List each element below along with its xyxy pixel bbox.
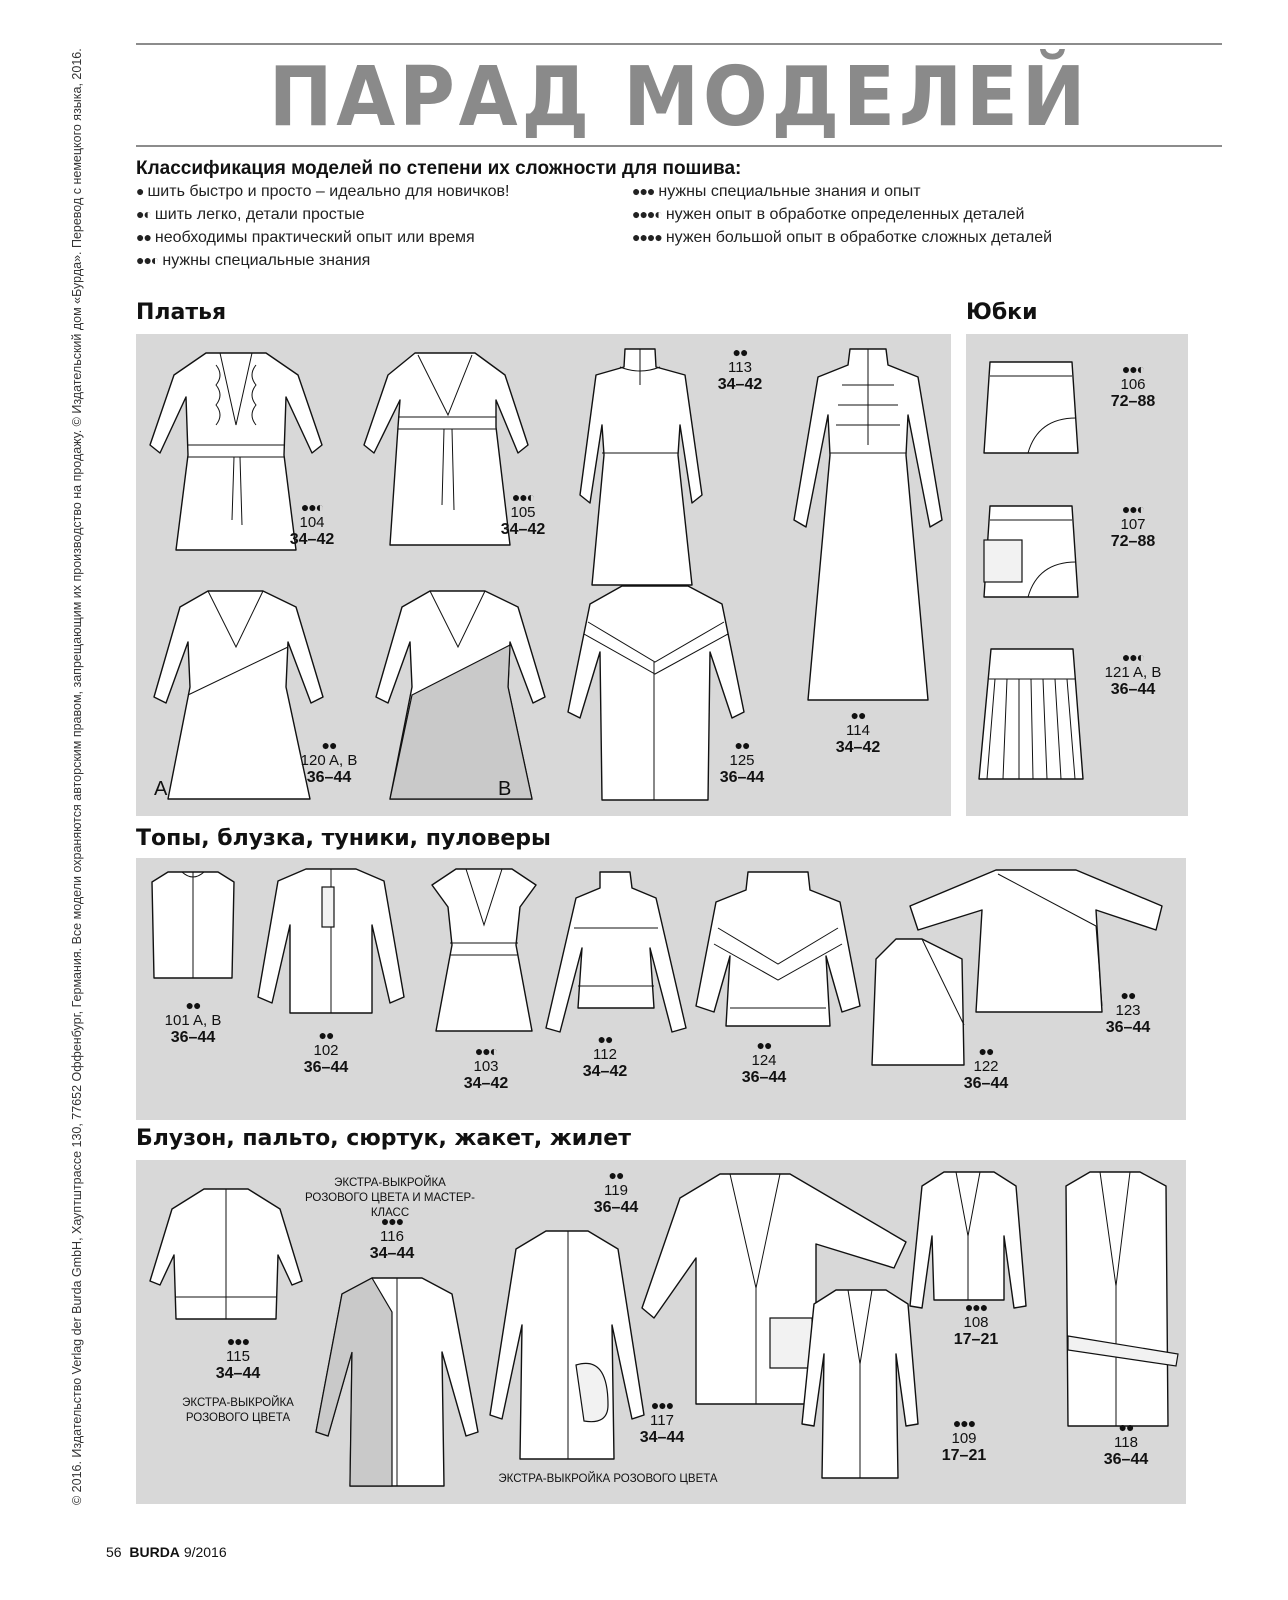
title-top-rule bbox=[136, 43, 1222, 45]
variant-letter-a: A bbox=[154, 778, 168, 800]
section-title-skirts: Юбки bbox=[966, 300, 1038, 325]
level-item: ●●●нужны специальные знания и опыт bbox=[632, 183, 921, 200]
coat-116-drawing bbox=[315, 1277, 479, 1487]
level-item: ●●●●нужен большой опыт в обработке сложн… bbox=[632, 229, 1053, 246]
page-number: 56 bbox=[106, 1544, 122, 1560]
section-title-outer: Блузон, пальто, сюртук, жакет, жилет bbox=[136, 1126, 631, 1151]
level-item: ●◐шить легко, детали простые bbox=[136, 206, 365, 223]
classification-heading: Классификация моделей по степени их слож… bbox=[136, 158, 742, 179]
pullover-124-drawing bbox=[695, 871, 861, 1027]
level-item: ●шить быстро и просто – идеально для нов… bbox=[136, 183, 510, 200]
dress-104-drawing bbox=[149, 352, 323, 551]
page-footer: 56 BURDA 9/2016 bbox=[106, 1544, 227, 1560]
dress-114-drawing bbox=[793, 348, 943, 701]
vest-118-drawing bbox=[1065, 1171, 1179, 1427]
skirt-121-drawing bbox=[978, 648, 1084, 780]
coat-117-drawing bbox=[489, 1230, 645, 1460]
skirt-106-drawing bbox=[983, 361, 1079, 454]
coat-109-drawing bbox=[801, 1289, 919, 1479]
copyright-vertical: © 2016. Издательство Verlag der Burda Gm… bbox=[70, 48, 84, 1505]
page-title: ПАРАД МОДЕЛЕЙ bbox=[268, 50, 1090, 145]
skirt-107-drawing bbox=[983, 505, 1079, 598]
dress-113-drawing bbox=[579, 348, 703, 586]
top-122-drawing bbox=[871, 938, 965, 1066]
top-112-drawing bbox=[545, 871, 687, 1033]
note-116: ЭКСТРА-ВЫКРОЙКА РОЗОВОГО ЦВЕТА И МАСТЕР-… bbox=[305, 1177, 476, 1219]
dress-120b-drawing bbox=[375, 590, 546, 800]
dress-105-drawing bbox=[363, 352, 529, 546]
jacket-108-drawing bbox=[909, 1171, 1027, 1309]
level-item: ●●необходимы практический опыт или время bbox=[136, 229, 475, 246]
top-101-drawing bbox=[151, 871, 235, 979]
issue: 9/2016 bbox=[183, 1544, 227, 1560]
section-title-dresses: Платья bbox=[136, 300, 227, 325]
note-117: ЭКСТРА-ВЫКРОЙКА РОЗОВОГО ЦВЕТА bbox=[498, 1473, 718, 1485]
top-123-drawing bbox=[909, 869, 1163, 1013]
note-115: ЭКСТРА-ВЫКРОЙКА РОЗОВОГО ЦВЕТА bbox=[182, 1397, 294, 1424]
dress-125-drawing bbox=[567, 585, 745, 801]
variant-letter-b: B bbox=[498, 778, 512, 800]
coat-119-drawing bbox=[641, 1173, 907, 1405]
top-103-drawing bbox=[431, 868, 537, 1032]
blouson-115-drawing bbox=[149, 1188, 303, 1320]
brand-name: BURDA bbox=[129, 1544, 180, 1560]
top-102-drawing bbox=[257, 868, 405, 1014]
level-item: ●●●◐нужен опыт в обработке определенных … bbox=[632, 206, 1025, 223]
level-item: ●●◐нужны специальные знания bbox=[136, 252, 371, 269]
section-title-tops: Топы, блузка, туники, пуловеры bbox=[136, 826, 551, 851]
title-bottom-rule bbox=[136, 145, 1222, 147]
dress-120a-drawing bbox=[153, 590, 324, 800]
